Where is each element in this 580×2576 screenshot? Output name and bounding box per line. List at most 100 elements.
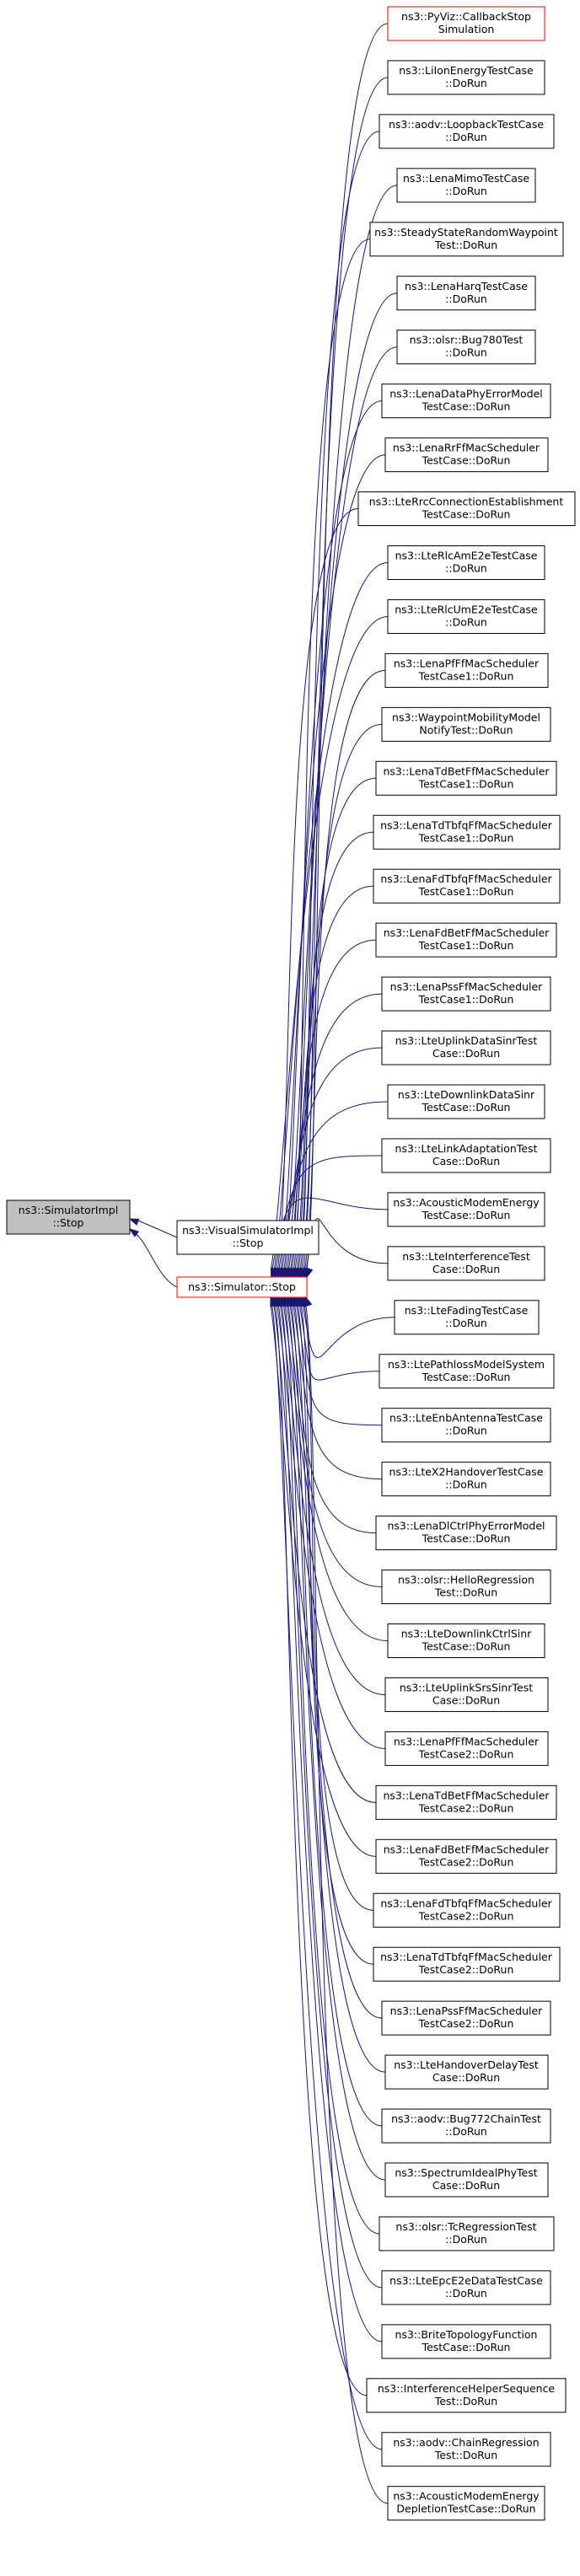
caller-ns3-spectrumidealphytest-case-dorun-line-1: ns3::SpectrumIdealPhyTest [395,2166,537,2179]
caller-ns3-lenatdbetffmacscheduler-testcase1-dorun[interactable]: ns3::LenaTdBetFfMacSchedulerTestCase1::D… [375,760,557,796]
caller-ns3-lenatdtbfqffmacscheduler-testcase2-dorun-line-2: TestCase2::DoRun [418,1963,514,1976]
caller-ns3-lterlcame2etestcase-dorun[interactable]: ns3::LteRlcAmE2eTestCase::DoRun [387,545,545,580]
caller-ns3-lenafdbetffmacscheduler-testcase1-dorun[interactable]: ns3::LenaFdBetFfMacSchedulerTestCase1::D… [375,922,557,958]
caller-ns3-olsr-bug780test-dorun[interactable]: ns3::olsr::Bug780Test::DoRun [396,330,536,365]
node-simulatorimpl-stop[interactable]: ns3::SimulatorImpl ::Stop [6,1199,131,1235]
caller-ns3-aodv-bug772chaintest-dorun-line-2: ::DoRun [445,2125,487,2138]
caller-ns3-ltefadingtestcase-dorun[interactable]: ns3::LteFadingTestCase::DoRun [394,1300,540,1335]
node-simulatorimpl-stop-line-1: ns3::SimulatorImpl [19,1204,118,1216]
caller-ns3-aodv-loopbacktestcase-dorun[interactable]: ns3::aodv::LoopbackTestCase::DoRun [379,114,555,149]
caller-ns3-lenatdtbfqffmacscheduler-testcase1-dorun-line-1: ns3::LenaTdTbfqFfMacScheduler [380,818,553,831]
caller-ns3-lteenbantennatestcase-dorun[interactable]: ns3::LteEnbAntennaTestCase::DoRun [381,1408,551,1443]
caller-ns3-lenaharqtestcase-dorun-line-1: ns3::LenaHarqTestCase [405,280,528,292]
caller-ns3-britetopologyfunction-testcase-dorun-line-2: TestCase::DoRun [422,2341,511,2353]
caller-ns3-ltex2handovertestcase-dorun[interactable]: ns3::LteX2HandoverTestCase::DoRun [381,1462,551,1497]
caller-ns3-olsr-tcregressiontest-dorun[interactable]: ns3::olsr::TcRegressionTest::DoRun [379,2216,555,2251]
caller-ns3-lterrcconnectionestablishment-testcase-dorun-line-2: TestCase::DoRun [422,508,511,521]
edge-caller-ns3-lteepce2edatatestcase-dorun [281,1305,383,2289]
edge-caller-ns3-acousticmodemenergy-depletiontestcase-dorun-arrow [305,1296,313,1307]
edge-caller-ns3-ltepathlossmodelsystem-testcase-dorun [299,1305,380,1381]
caller-ns3-lenafdtbfqffmacscheduler-testcase2-dorun[interactable]: ns3::LenaFdTbfqFfMacSchedulerTestCase2::… [373,1892,561,1928]
caller-ns3-aodv-loopbacktestcase-dorun-line-1: ns3::aodv::LoopbackTestCase [389,118,544,131]
caller-ns3-lenatdtbfqffmacscheduler-testcase2-dorun[interactable]: ns3::LenaTdTbfqFfMacSchedulerTestCase2::… [373,1946,561,1982]
caller-ns3-ltehandoverdelaytest-case-dorun-line-2: Case::DoRun [432,2071,500,2084]
caller-ns3-lteinterferencetest-case-dorun-line-1: ns3::LteInterferenceTest [402,1250,530,1263]
caller-ns3-lteuplinkdatasinrtest-case-dorun-line-1: ns3::LteUplinkDataSinrTest [395,1034,538,1047]
caller-ns3-lenafdtbfqffmacscheduler-testcase2-dorun-line-2: TestCase2::DoRun [418,1909,514,1922]
edge-caller-ns3-aodv-chainregression-test-dorun [271,1305,383,2450]
caller-ns3-waypointmobilitymodel-notifytest-dorun[interactable]: ns3::WaypointMobilityModelNotifyTest::Do… [381,706,551,742]
caller-ns3-ltepathlossmodelsystem-testcase-dorun[interactable]: ns3::LtePathlossModelSystemTestCase::DoR… [379,1354,555,1389]
caller-ns3-olsr-helloregression-test-dorun-line-1: ns3::olsr::HelloRegression [398,1574,534,1586]
edge-visual-to-root [137,1220,178,1238]
caller-ns3-lenatdtbfqffmacscheduler-testcase1-dorun[interactable]: ns3::LenaTdTbfqFfMacSchedulerTestCase1::… [373,814,561,850]
caller-ns3-lteepce2edatatestcase-dorun[interactable]: ns3::LteEpcE2eDataTestCase::DoRun [381,2270,551,2305]
caller-ns3-waypointmobilitymodel-notifytest-dorun-line-1: ns3::WaypointMobilityModel [392,711,540,723]
caller-ns3-lenafdtbfqffmacscheduler-testcase1-dorun[interactable]: ns3::LenaFdTbfqFfMacSchedulerTestCase1::… [373,868,561,904]
caller-ns3-lenadlctrlphyerrormodel-testcase-dorun[interactable]: ns3::LenaDlCtrlPhyErrorModelTestCase::Do… [375,1516,557,1551]
caller-ns3-ltepathlossmodelsystem-testcase-dorun-line-1: ns3::LtePathlossModelSystem [388,1358,545,1371]
caller-ns3-lenamimotestcase-dorun[interactable]: ns3::LenaMimoTestCase::DoRun [396,168,536,203]
caller-ns3-lenatdbetffmacscheduler-testcase1-dorun-line-2: TestCase1::DoRun [418,777,514,790]
caller-ns3-lterrcconnectionestablishment-testcase-dorun[interactable]: ns3::LteRrcConnectionEstablishmentTestCa… [357,491,576,527]
caller-ns3-ltehandoverdelaytest-case-dorun-line-1: ns3::LteHandoverDelayTest [394,2058,539,2071]
edge-caller-ns3-lenadataphyerrormodel-testcase-dorun [283,400,383,1269]
caller-ns3-acousticmodemenergy-depletiontestcase-dorun[interactable]: ns3::AcousticModemEnergyDepletionTestCas… [387,2486,545,2521]
caller-ns3-steadystaterandomwaypoint-test-dorun[interactable]: ns3::SteadyStateRandomWaypointTest::DoRu… [369,222,564,257]
caller-ns3-olsr-helloregression-test-dorun-line-2: Test::DoRun [434,1586,497,1599]
caller-ns3-lenafdbetffmacscheduler-testcase2-dorun[interactable]: ns3::LenaFdBetFfMacSchedulerTestCase2::D… [375,1838,557,1874]
edge-caller-ns3-acousticmodemenergy-depletiontestcase-dorun [305,1305,389,2504]
caller-ns3-lenapssffmacscheduler-testcase1-dorun[interactable]: ns3::LenaPssFfMacSchedulerTestCase1::DoR… [381,976,551,1012]
caller-ns3-lenapfffmacscheduler-testcase2-dorun[interactable]: ns3::LenaPfFfMacSchedulerTestCase2::DoRu… [384,1731,549,1766]
caller-ns3-lenafdbetffmacscheduler-testcase2-dorun-line-2: TestCase2::DoRun [418,1855,514,1868]
caller-ns3-lterlcume2etestcase-dorun-line-2: ::DoRun [445,615,487,628]
caller-ns3-liionenergytestcase-dorun-line-1: ns3::LiIonEnergyTestCase [399,64,534,77]
caller-ns3-liionenergytestcase-dorun[interactable]: ns3::LiIonEnergyTestCase::DoRun [387,60,545,95]
node-simulator-stop[interactable]: ns3::Simulator::Stop [176,1276,308,1298]
caller-ns3-aodv-bug772chaintest-dorun[interactable]: ns3::aodv::Bug772ChainTest::DoRun [381,2108,551,2144]
edge-caller-ns3-ltehandoverdelaytest-case-dorun [294,1305,386,2073]
caller-ns3-ltex2handovertestcase-dorun-line-2: ::DoRun [445,1479,487,1491]
caller-ns3-britetopologyfunction-testcase-dorun[interactable]: ns3::BriteTopologyFunctionTestCase::DoRu… [381,2324,551,2359]
caller-ns3-lenapfffmacscheduler-testcase1-dorun[interactable]: ns3::LenaPfFfMacSchedulerTestCase1::DoRu… [384,652,549,688]
caller-ns3-britetopologyfunction-testcase-dorun-line-1: ns3::BriteTopologyFunction [395,2328,538,2341]
caller-ns3-spectrumidealphytest-case-dorun-line-2: Case::DoRun [432,2179,500,2192]
caller-ns3-interferencehelpersequence-test-dorun[interactable]: ns3::InterferenceHelperSequenceTest::DoR… [366,2378,567,2413]
caller-ns3-lenatdtbfqffmacscheduler-testcase1-dorun-line-2: TestCase1::DoRun [418,831,514,844]
edge-caller-ns3-lterrcconnectionestablishment-testcase-dorun [277,508,359,1269]
caller-ns3-lenatdtbfqffmacscheduler-testcase2-dorun-line-1: ns3::LenaTdTbfqFfMacScheduler [380,1951,553,1963]
caller-ns3-aodv-chainregression-test-dorun-line-2: Test::DoRun [434,2449,497,2461]
caller-ns3-lterlcume2etestcase-dorun[interactable]: ns3::LteRlcUmE2eTestCase::DoRun [387,598,545,634]
caller-ns3-ltefadingtestcase-dorun-line-1: ns3::LteFadingTestCase [405,1304,529,1317]
caller-ns3-lenadataphyerrormodel-testcase-dorun[interactable]: ns3::LenaDataPhyErrorModelTestCase::DoRu… [381,384,551,419]
caller-ns3-lteuplinksrssinrtest-case-dorun-line-2: Case::DoRun [432,1693,500,1706]
caller-ns3-aodv-loopbacktestcase-dorun-line-2: ::DoRun [445,131,487,143]
edge-caller-ns3-aodv-chainregression-test-dorun-arrow [271,1296,279,1307]
caller-ns3-lteepce2edatatestcase-dorun-line-2: ::DoRun [445,2287,487,2300]
caller-ns3-lenapfffmacscheduler-testcase1-dorun-line-2: TestCase1::DoRun [418,669,514,682]
caller-ns3-acousticmodemenergy-testcase-dorun-line-1: ns3::AcousticModemEnergy [393,1196,540,1209]
caller-ns3-lenatdbetffmacscheduler-testcase2-dorun[interactable]: ns3::LenaTdBetFfMacSchedulerTestCase2::D… [375,1784,557,1820]
caller-ns3-olsr-bug780test-dorun-line-1: ns3::olsr::Bug780Test [410,334,524,346]
node-simulatorimpl-stop-line-2: ::Stop [53,1216,84,1229]
node-visualsimulatorimpl-stop[interactable]: ns3::VisualSimulatorImpl ::Stop [176,1220,320,1255]
caller-ns3-liionenergytestcase-dorun-line-2: ::DoRun [445,77,487,89]
caller-ns3-lenaharqtestcase-dorun[interactable]: ns3::LenaHarqTestCase::DoRun [396,276,536,311]
caller-ns3-lenapssffmacscheduler-testcase2-dorun[interactable]: ns3::LenaPssFfMacSchedulerTestCase2::DoR… [381,2000,551,2036]
caller-ns3-lenarrffmacscheduler-testcase-dorun-line-2: TestCase::DoRun [422,454,511,467]
caller-ns3-ltepathlossmodelsystem-testcase-dorun-line-2: TestCase::DoRun [422,1371,511,1383]
